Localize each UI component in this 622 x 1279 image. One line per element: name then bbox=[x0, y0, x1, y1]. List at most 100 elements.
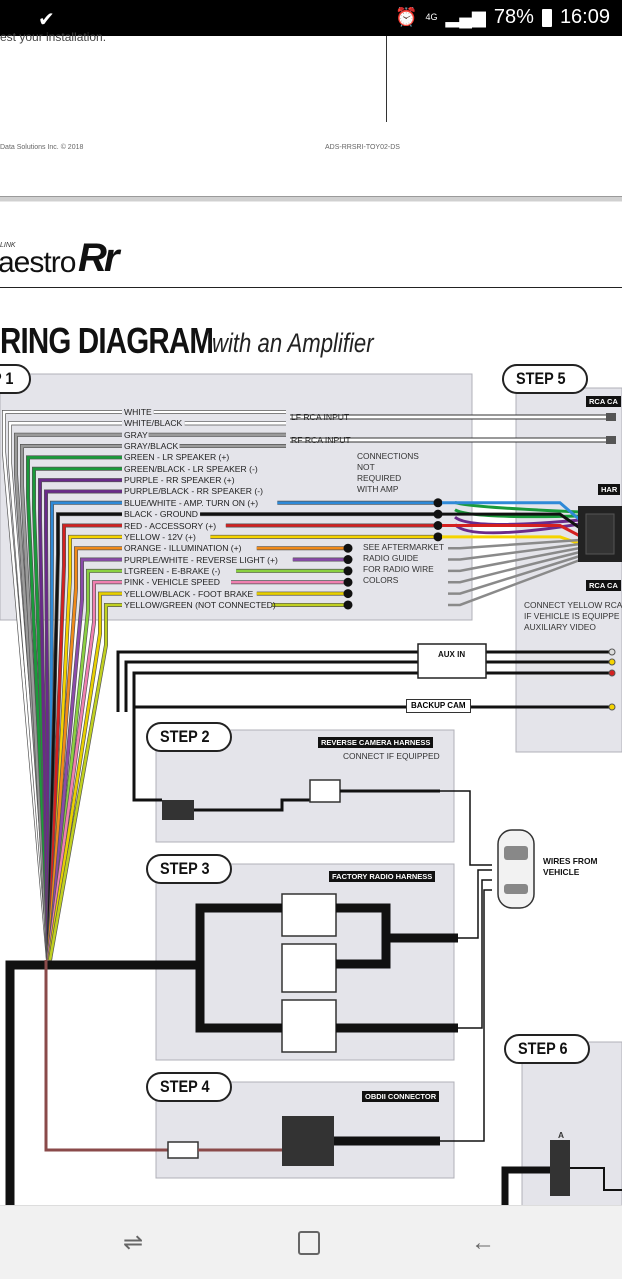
aux-plug-white bbox=[608, 648, 616, 656]
connections-note: CONNECTIONS NOT REQUIRED WITH AMP bbox=[357, 451, 419, 495]
backup-cam-plug bbox=[608, 703, 616, 711]
logo-rr: Rr bbox=[78, 236, 119, 280]
aftermarket-note: SEE AFTERMARKET RADIO GUIDE FOR RADIO WI… bbox=[363, 542, 444, 586]
speaker-wire-to-harness bbox=[453, 522, 581, 535]
main-harness bbox=[5, 960, 200, 1205]
reverse-camera-harness-tag: REVERSE CAMERA HARNESS bbox=[318, 737, 434, 748]
wire-path bbox=[44, 490, 122, 961]
connections-note-line: WITH AMP bbox=[357, 484, 399, 494]
reverse-wire-b bbox=[194, 798, 310, 812]
step6-connector bbox=[550, 1140, 570, 1196]
rca-plug-2 bbox=[606, 436, 616, 444]
recent-apps-icon[interactable]: ⇌ bbox=[122, 1229, 144, 1256]
status-icons: ⏰ 4G ▂▄▆ 78% 16:09 bbox=[395, 6, 610, 29]
wire-bundle bbox=[2, 410, 581, 961]
wiring-diagram: P 1 STEP 5 STEP 2 STEP 3 STEP 4 STEP 6 W… bbox=[0, 360, 622, 1205]
harness-wire-gray bbox=[448, 538, 581, 550]
wire-label: BLACK - GROUND bbox=[124, 509, 199, 520]
step5-label: STEP 5 bbox=[516, 369, 566, 388]
factory-to-vehicle-1 bbox=[458, 869, 492, 939]
step4-pill: STEP 4 bbox=[146, 1072, 233, 1102]
wires-from-vehicle-label: WIRES FROM VEHICLE bbox=[543, 856, 597, 878]
wire-label: GRAY/BLACK bbox=[124, 441, 179, 452]
previous-page: est your installation. Data Solutions In… bbox=[0, 30, 622, 196]
reverse-connector-left bbox=[162, 800, 194, 820]
lf-rca-label: LF RCA INPUT bbox=[291, 412, 350, 422]
step6-connector-label: A bbox=[558, 1130, 565, 1140]
aux-plug-red bbox=[608, 669, 616, 677]
wire-label: GREEN/BLACK - LR SPEAKER (-) bbox=[124, 463, 258, 474]
harness-plug-face bbox=[585, 513, 615, 555]
wire-endpoint-dot bbox=[343, 543, 353, 553]
network-type: 4G bbox=[425, 12, 438, 22]
step1-pill: P 1 bbox=[0, 364, 32, 394]
home-square-icon[interactable] bbox=[294, 1228, 324, 1258]
wire-endpoint-dot bbox=[433, 498, 443, 508]
step6-wire bbox=[570, 1167, 622, 1191]
step5-note-line: AUXILIARY VIDEO bbox=[524, 622, 596, 632]
wire-path bbox=[48, 535, 122, 961]
wire-endpoint-dot bbox=[433, 509, 443, 519]
wire-label: YELLOW - 12V (+) bbox=[124, 531, 196, 542]
step6-cable bbox=[501, 1166, 550, 1205]
factory-radio-harness-tag: FACTORY RADIO HARNESS bbox=[329, 871, 436, 882]
step1-label: P 1 bbox=[0, 369, 14, 388]
car-top-view-icon bbox=[497, 829, 535, 909]
step6-pill: STEP 6 bbox=[504, 1034, 591, 1064]
wire-path bbox=[46, 546, 122, 961]
aftermarket-note-line: SEE AFTERMARKET bbox=[363, 542, 444, 552]
title-main: RING DIAGRAM bbox=[0, 320, 214, 361]
aux-in-box bbox=[417, 643, 487, 679]
wire-path bbox=[46, 580, 122, 961]
copyright-footer: Data Solutions Inc. © 2018 bbox=[0, 144, 84, 151]
alarm-clock-icon: ⏰ bbox=[395, 7, 418, 27]
battery-percent: 78% bbox=[493, 6, 534, 28]
speaker-wire-to-harness bbox=[454, 508, 581, 519]
wire-endpoint-dot bbox=[343, 555, 353, 565]
rca-cable-tag-top: RCA CA bbox=[586, 396, 621, 407]
wire-label: PURPLE/WHITE - REVERSE LIGHT (+) bbox=[124, 554, 278, 565]
status-bar: ✔ ⏰ 4G ▂▄▆ 78% 16:09 bbox=[0, 0, 622, 36]
wire-label: ORANGE - ILLUMINATION (+) bbox=[124, 543, 242, 554]
step2-label: STEP 2 bbox=[160, 727, 210, 746]
reverse-wire-a bbox=[132, 780, 162, 802]
wire-to-harness bbox=[442, 512, 581, 530]
connections-note-line: NOT bbox=[357, 462, 375, 472]
wire-path bbox=[20, 444, 122, 961]
obdii-connector-tag: OBDII CONNECTOR bbox=[362, 1091, 440, 1102]
wire-label: WHITE/BLACK bbox=[124, 418, 183, 429]
wire-path bbox=[47, 592, 122, 961]
wire-path bbox=[48, 501, 122, 961]
document-code: ADS-RRSRI-TOY02-DS bbox=[325, 144, 400, 151]
aftermarket-note-line: COLORS bbox=[363, 575, 399, 585]
harness-wire-gray bbox=[448, 550, 581, 584]
step6-panel bbox=[521, 1041, 622, 1205]
step3-pill: STEP 3 bbox=[146, 854, 233, 884]
rca-plug-1 bbox=[606, 413, 616, 421]
wire-to-harness bbox=[442, 501, 581, 522]
aftermarket-note-line: RADIO GUIDE bbox=[363, 553, 419, 563]
wire-endpoint-dot bbox=[433, 532, 443, 542]
wire-label: LTGREEN - E-BRAKE (-) bbox=[124, 565, 221, 576]
divider bbox=[386, 36, 387, 122]
wire-label: BLUE/WHITE - AMP. TURN ON (+) bbox=[124, 497, 259, 508]
wire-path bbox=[47, 558, 122, 961]
harness-wire-gray bbox=[448, 546, 581, 573]
harness-tag: HAR bbox=[598, 484, 621, 495]
factory-connector-2 bbox=[281, 943, 337, 993]
step5-note-line: IF VEHICLE IS EQUIPPE bbox=[524, 611, 620, 621]
wire-path bbox=[2, 410, 122, 961]
step5-pill: STEP 5 bbox=[502, 364, 589, 394]
wire-path bbox=[47, 524, 122, 961]
connections-note-line: REQUIRED bbox=[357, 473, 402, 483]
wire-path bbox=[38, 478, 122, 961]
factory-connector-1 bbox=[281, 893, 337, 937]
obd-to-vehicle bbox=[440, 889, 492, 1142]
page-title: RING DIAGRAM with an Amplifier bbox=[0, 320, 374, 362]
logo-small-text: LINK bbox=[0, 242, 16, 249]
step3-label: STEP 3 bbox=[160, 859, 210, 878]
back-arrow-icon[interactable]: ← bbox=[471, 1229, 495, 1256]
factory-to-vehicle-2 bbox=[458, 879, 492, 1029]
wire-label: PURPLE - RR SPEAKER (+) bbox=[124, 475, 235, 486]
wire-endpoint-dot bbox=[343, 577, 353, 587]
